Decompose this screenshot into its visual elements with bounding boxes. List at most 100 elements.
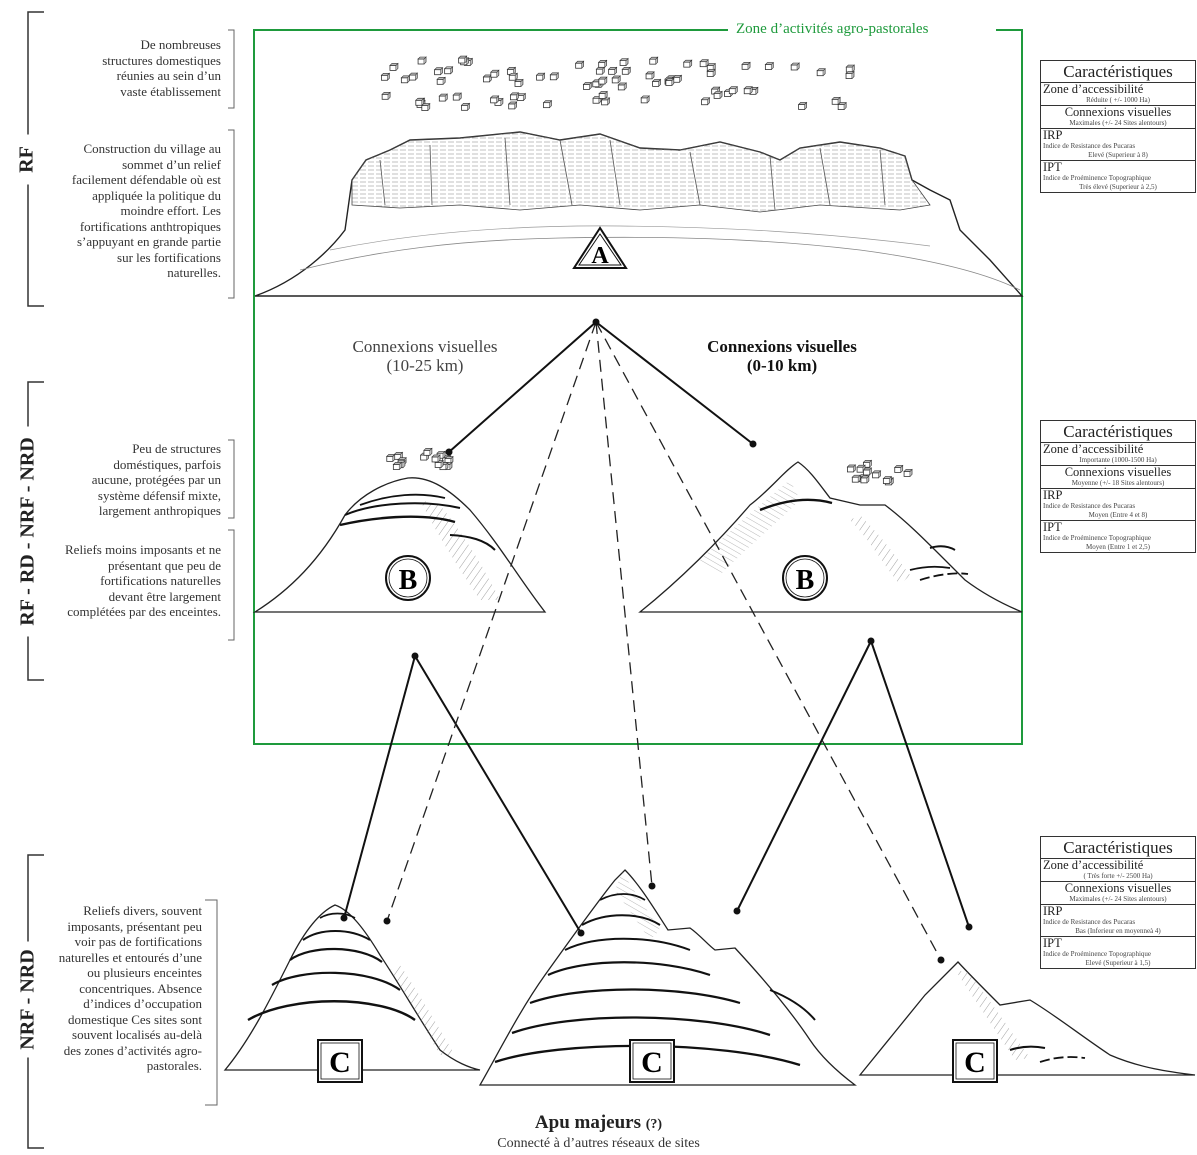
visual-value: Maximales (+/- 24 Sites alentours) (1069, 119, 1167, 127)
house-icon (431, 454, 441, 463)
house-icon (582, 81, 593, 90)
characteristics-box-c: Caractéristiques Zone d’accessibilité ( … (1040, 836, 1196, 969)
accessibility-value: Réduite ( +/- 1000 Ha) (1086, 96, 1150, 104)
characteristics-title: Caractéristiques (1041, 421, 1195, 443)
irp-row: IRP Indice de Resistance des Pucaras Moy… (1041, 489, 1195, 521)
site-letter-c-middle: C (641, 1046, 663, 1079)
site-letter-c-right: C (964, 1046, 986, 1079)
house-icon (851, 474, 862, 483)
house-icon (651, 78, 662, 87)
visual-row: Connexions visuelles Maximales (+/- 24 S… (1041, 106, 1195, 129)
house-icon (597, 59, 608, 68)
bottom-title-suffix: (?) (645, 1117, 663, 1132)
house-icon (882, 475, 893, 484)
text-brackets (205, 29, 235, 1106)
site-marker-b-right: B (782, 555, 828, 601)
accessibility-label: Zone d’accessibilité (1043, 858, 1144, 872)
site-marker-c-middle: C (629, 1039, 675, 1083)
house-icon (482, 74, 493, 83)
site-letter-a: A (591, 243, 609, 269)
irp-value: Bas (Inferieur en moyenneà 4) (1075, 927, 1161, 935)
house-icon (831, 96, 841, 105)
accessibility-value: Importante (1000-1500 Ha) (1079, 456, 1157, 464)
house-icon (621, 66, 632, 75)
house-icon (509, 92, 520, 101)
house-icon (640, 95, 650, 104)
house-icon (489, 95, 500, 104)
site-letter-b-right: B (796, 565, 815, 596)
house-icon (549, 72, 560, 81)
ipt-sub: Indice de Proéminence Topographique (1043, 534, 1152, 542)
ipt-row: IPT Indice de Proéminence Topographique … (1041, 937, 1195, 968)
house-icon (535, 72, 546, 81)
house-icon (386, 453, 396, 462)
house-icon (598, 90, 608, 99)
description-middle-2: Reliefs moins imposants et ne présentant… (65, 542, 221, 619)
ipt-row: IPT Indice de Proéminence Topographique … (1041, 161, 1195, 192)
house-icon (790, 62, 800, 71)
visual-label: Connexions visuelles (1064, 465, 1172, 479)
house-icon (392, 461, 403, 470)
side-label-rf: RF (15, 134, 39, 185)
house-icon (408, 72, 419, 81)
house-icon (389, 62, 399, 71)
visual-row: Connexions visuelles Moyenne (+/- 18 Sit… (1041, 466, 1195, 489)
mesa-a (254, 131, 1024, 297)
house-icon (862, 459, 873, 468)
mountain-b-left (252, 477, 547, 613)
ipt-value: Très élevé (Superieur à 2,5) (1079, 183, 1157, 191)
house-icon (433, 66, 444, 76)
house-icon (743, 86, 753, 95)
characteristics-box-a: Caractéristiques Zone d’accessibilité Ré… (1040, 60, 1196, 193)
house-icon (862, 467, 873, 476)
irp-label: IRP (1043, 488, 1063, 502)
visual-value: Maximales (+/- 24 Sites alentours) (1069, 895, 1167, 903)
connections-dashed (386, 321, 942, 961)
house-icon (400, 75, 411, 84)
characteristics-box-b: Caractéristiques Zone d’accessibilité Im… (1040, 420, 1196, 553)
site-marker-c-right: C (952, 1039, 998, 1083)
site-marker-c-left: C (317, 1039, 363, 1083)
house-icon (816, 67, 826, 77)
house-icon (514, 78, 524, 87)
house-icon (894, 464, 904, 473)
accessibility-label: Zone d’accessibilité (1043, 82, 1144, 96)
characteristics-title: Caractéristiques (1041, 61, 1195, 83)
house-icon (423, 447, 433, 456)
visual-label: Connexions visuelles (1064, 881, 1172, 895)
ipt-label: IPT (1043, 160, 1062, 174)
house-icon (417, 56, 427, 65)
house-icon (764, 61, 775, 70)
site-marker-a: A (572, 226, 628, 269)
description-bottom-1: Reliefs divers, souvent imposants, prése… (58, 903, 202, 1073)
house-icon (421, 102, 431, 111)
ipt-row: IPT Indice de Proéminence Topographique … (1041, 521, 1195, 552)
house-icon (699, 58, 709, 68)
house-icon (438, 93, 449, 102)
visual-label: Connexions visuelles (1064, 105, 1172, 119)
accessibility-row: Zone d’accessibilité Importante (1000-15… (1041, 443, 1195, 466)
description-top-1: De nombreuses structures domestiques réu… (102, 37, 221, 99)
house-icon (607, 66, 618, 75)
house-icon (706, 68, 716, 77)
site-marker-b-left: B (385, 555, 431, 601)
ipt-label: IPT (1043, 936, 1062, 950)
house-icon (381, 91, 391, 100)
bottom-title: Apu majeurs (?) (0, 1112, 1197, 1134)
characteristics-title: Caractéristiques (1041, 837, 1195, 859)
visual-far-line2: (10-25 km) (386, 356, 464, 375)
mountain-b-right (638, 461, 1023, 613)
site-letter-b-left: B (399, 565, 418, 596)
house-icon (672, 74, 683, 83)
irp-sub: Indice de Resistance des Pucaras (1043, 918, 1136, 926)
visual-near-line1: Connexions visuelles (707, 337, 857, 356)
irp-value: Moyen (Entre 4 et 8) (1088, 511, 1148, 519)
house-icon (436, 76, 446, 85)
connection-points (340, 318, 973, 964)
house-icon (649, 56, 659, 65)
house-icon (683, 59, 693, 68)
house-icon (619, 57, 629, 66)
house-icon (595, 66, 606, 75)
accessibility-label: Zone d’accessibilité (1043, 442, 1144, 456)
irp-label: IRP (1043, 128, 1063, 142)
